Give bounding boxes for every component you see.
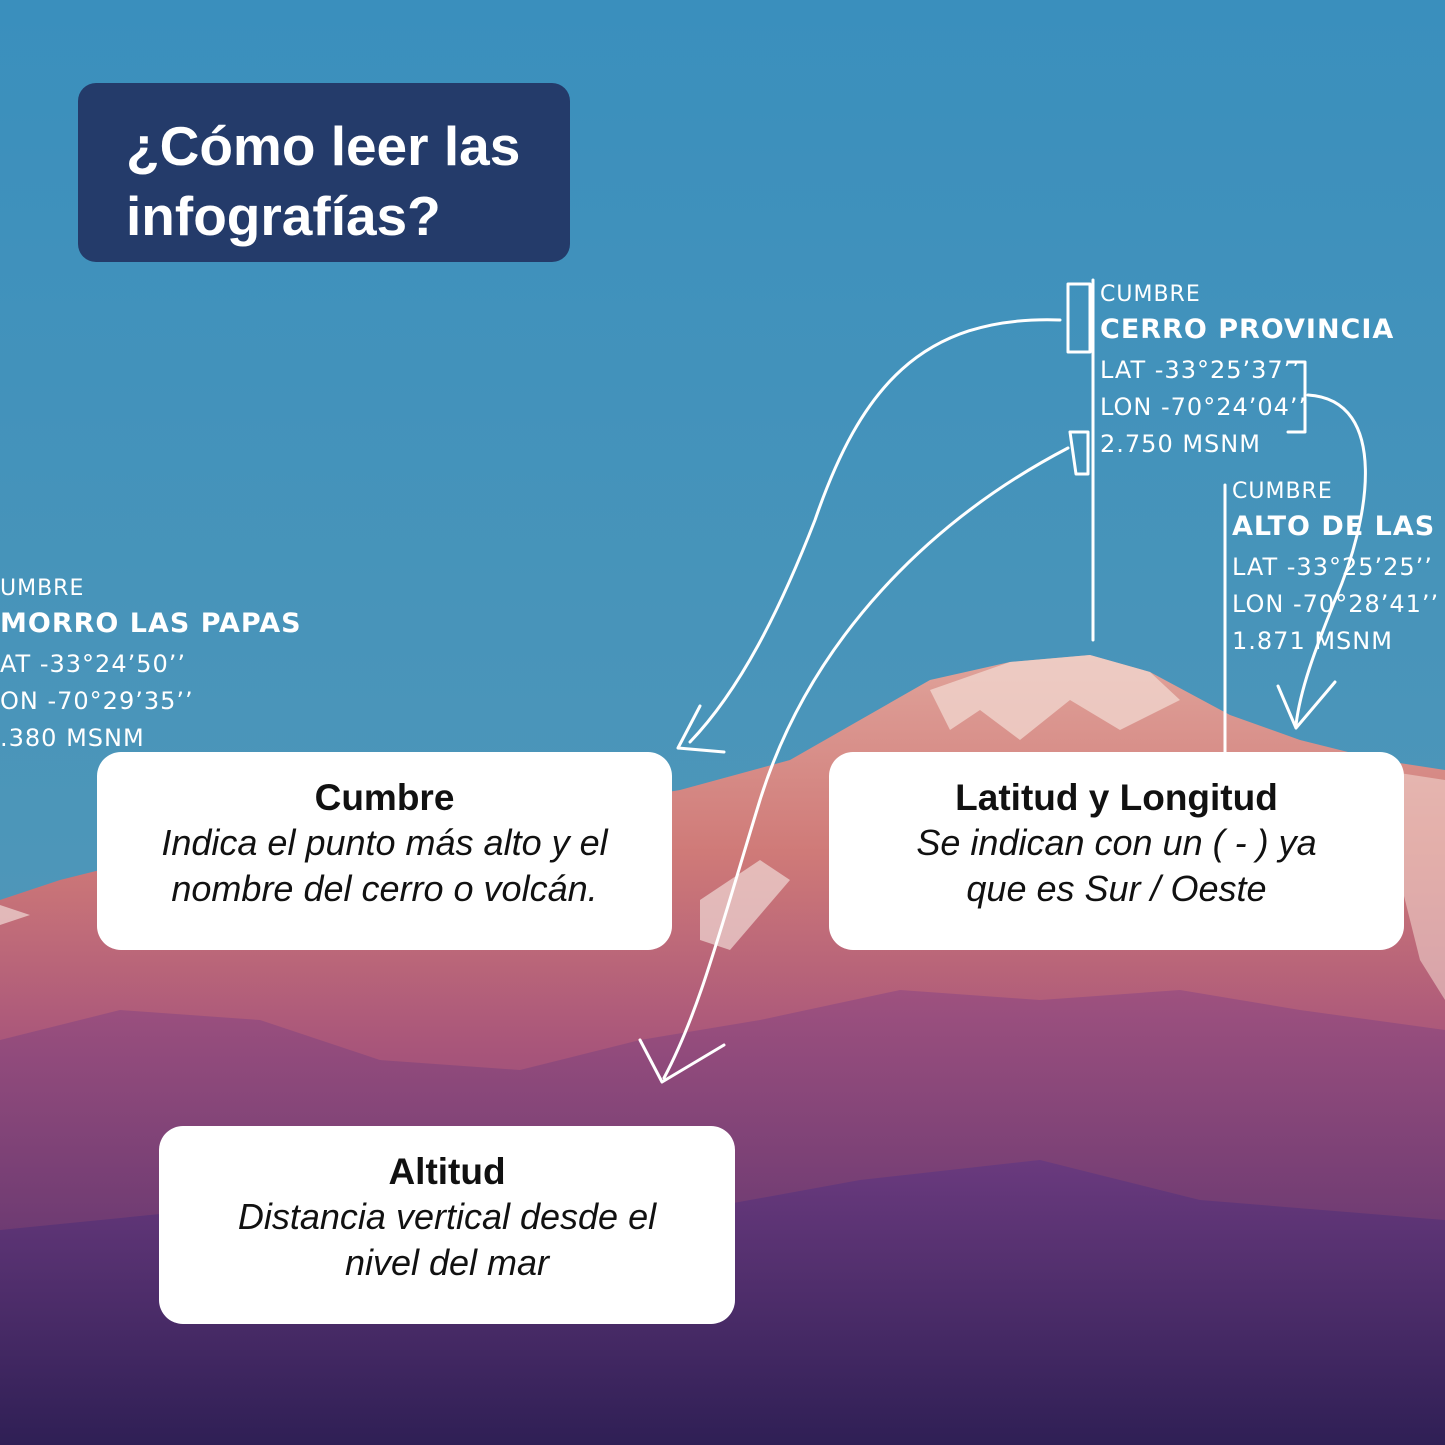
peak-lat: LAT -33°25’25’’: [1232, 553, 1433, 581]
snow-patches: [930, 655, 1180, 740]
peak-name: CERRO PROVINCIA: [1100, 314, 1395, 345]
peak-label-alto-de-las: CUMBRE ALTO DE LAS V LAT -33°25’25’’ LON…: [1232, 479, 1445, 660]
card-altitud: Altitud Distancia vertical desde el nive…: [159, 1126, 735, 1324]
peak-name: MORRO LAS PAPAS: [0, 608, 302, 639]
card-cumbre: Cumbre Indica el punto más alto y el nom…: [97, 752, 672, 950]
snow-streak-left: [0, 860, 790, 950]
peak-alt: .380 MSNM: [0, 724, 145, 752]
page-title-line-2: infografías?: [126, 185, 441, 247]
card-latitud-longitud: Latitud y Longitud Se indican con un ( -…: [829, 752, 1404, 950]
peak-label-morro-las-papas: UMBRE MORRO LAS PAPAS AT -33°24’50’’ ON …: [0, 576, 302, 757]
peak-alt: 2.750 MSNM: [1100, 430, 1261, 458]
peak-label-cerro-provincia: CUMBRE CERRO PROVINCIA LAT -33°25’37’’ L…: [1100, 282, 1394, 463]
annotation-lines: [638, 278, 1367, 1084]
card-text-line-1: Se indican con un ( - ) ya: [916, 822, 1317, 863]
peak-name: ALTO DE LAS V: [1232, 511, 1445, 542]
peak-alt: 1.871 MSNM: [1232, 627, 1393, 655]
card-text-line-2: nombre del cerro o volcán.: [171, 868, 598, 909]
card-title: Altitud: [388, 1151, 506, 1192]
peak-kind: UMBRE: [0, 576, 85, 601]
card-title: Cumbre: [314, 777, 455, 818]
peak-kind: CUMBRE: [1232, 479, 1333, 504]
card-text-line-2: que es Sur / Oeste: [966, 868, 1267, 909]
page-title-line-1: ¿Cómo leer las: [126, 115, 521, 177]
peak-lon: LON -70°24’04’’: [1100, 393, 1308, 421]
peak-lat: AT -33°24’50’’: [0, 650, 187, 678]
peak-lat: LAT -33°25’37’’: [1100, 356, 1301, 384]
peak-lon: LON -70°28’41’’: [1232, 590, 1440, 618]
card-title: Latitud y Longitud: [955, 777, 1278, 818]
peak-kind: CUMBRE: [1100, 282, 1201, 307]
card-text-line-2: nivel del mar: [344, 1242, 550, 1283]
peak-lon: ON -70°29’35’’: [0, 687, 194, 715]
card-text-line-1: Indica el punto más alto y el: [161, 822, 608, 863]
card-text-line-1: Distancia vertical desde el: [237, 1196, 657, 1237]
title-box: ¿Cómo leer las infografías?: [78, 83, 570, 262]
